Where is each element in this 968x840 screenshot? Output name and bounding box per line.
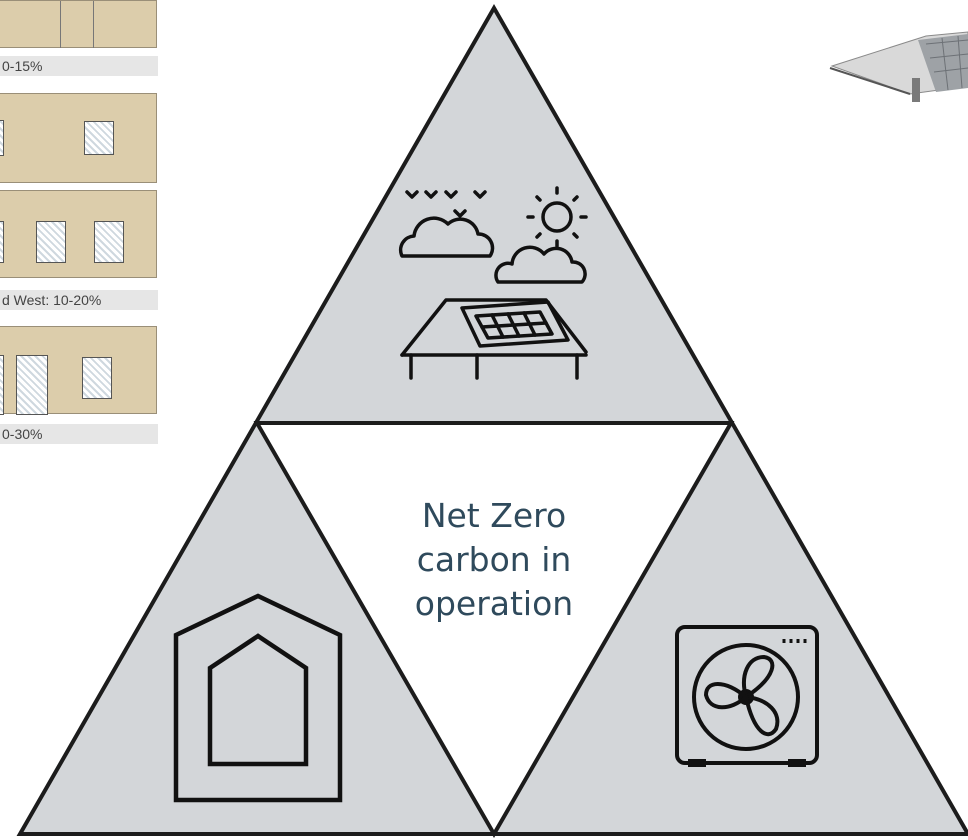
wall-illustration-2 [0,93,157,183]
solar-panel-photo [829,31,968,102]
center-inverted-triangle [253,421,735,839]
ratio-label-1: 0-15% [0,56,158,76]
wall-illustration-3 [0,190,157,278]
wall-illustration-1 [0,0,157,48]
heat-pump-icon [675,625,819,767]
ratio-label-3: 0-30% [0,424,158,444]
ratio-label-2: d West: 10-20% [0,290,158,310]
wall-illustration-4 [0,326,157,415]
window-wall-ratio-panel: 0-15% d West: 10-20% 0-30% [0,0,160,450]
net-zero-center-label: Net Zero carbon in operation [414,496,574,623]
building-fabric-icon [173,593,343,803]
renewable-energy-icon [398,186,588,380]
